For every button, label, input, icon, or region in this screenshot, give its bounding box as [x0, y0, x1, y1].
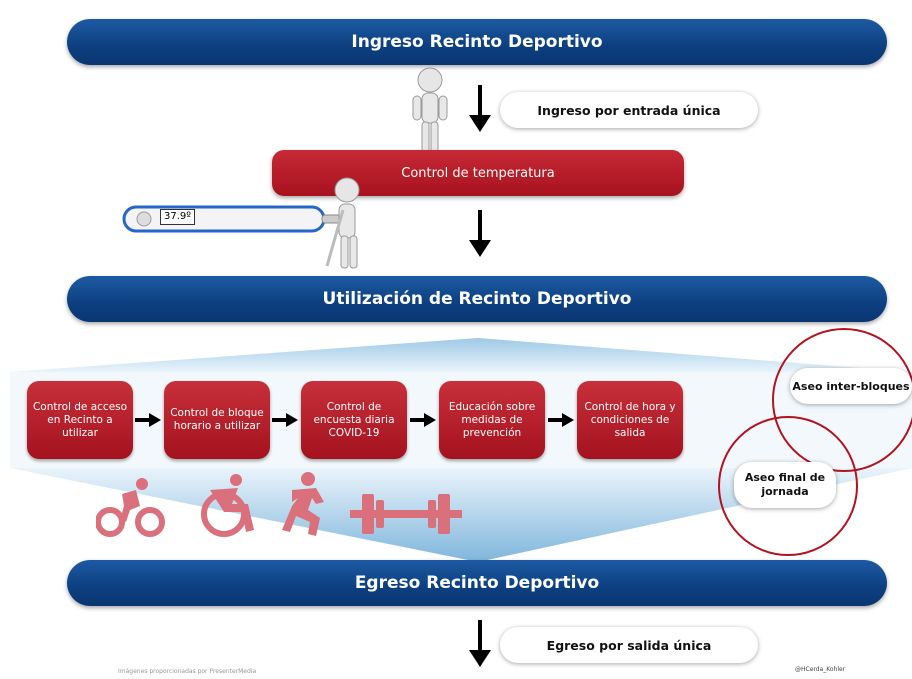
runner-icon: [282, 472, 324, 536]
step-label: Control de bloque horario a utilizar: [170, 407, 264, 432]
exit-banner: Egreso Recinto Deportivo: [67, 560, 887, 606]
cleaning-final-circle: [718, 416, 858, 556]
barbell-icon: [350, 494, 462, 534]
cleaning-final-pill: Aseo final de jornada: [734, 462, 836, 508]
exit-pill: Egreso por salida única: [500, 627, 758, 663]
usage-banner-label: Utilización de Recinto Deportivo: [322, 289, 632, 309]
cleaning-between-pill: Aseo inter-bloques: [790, 368, 912, 404]
usage-banner: Utilización de Recinto Deportivo: [67, 276, 887, 322]
image-credit: Imágenes proporcionadas por PresenterMed…: [118, 668, 257, 675]
cyclist-icon: [96, 478, 165, 537]
temperature-control-label: Control de temperatura: [401, 165, 555, 181]
entry-pill-label: Ingreso por entrada única: [537, 102, 721, 118]
down-arrow-icon: [469, 620, 491, 667]
down-arrow-icon: [469, 210, 491, 257]
step-label: Control de acceso en Recinto a utilizar: [32, 400, 128, 439]
exit-pill-label: Egreso por salida única: [546, 637, 712, 653]
exit-banner-label: Egreso Recinto Deportivo: [354, 573, 600, 593]
entry-banner: Ingreso Recinto Deportivo: [67, 19, 887, 65]
step-label: Control de encuesta diaria COVID-19: [313, 400, 395, 439]
wheelchair-icon: [201, 474, 254, 537]
right-arrow-icon: [548, 413, 574, 427]
entry-banner-label: Ingreso Recinto Deportivo: [351, 32, 603, 52]
cleaning-final-label: Aseo final de jornada: [744, 471, 826, 498]
step-label: Educación sobre medidas de prevención: [448, 400, 536, 439]
step-exit-control: Control de hora y condiciones de salida: [577, 381, 683, 459]
right-arrow-icon: [272, 413, 298, 427]
author-credit: @HCerda_Kohler: [795, 666, 846, 673]
person-measured-icon: [325, 177, 360, 269]
step-access-control: Control de acceso en Recinto a utilizar: [27, 381, 133, 459]
thermometer-reading: 37.9º: [160, 209, 195, 225]
step-label: Control de hora y condiciones de salida: [584, 400, 676, 439]
down-arrow-icon: [469, 85, 491, 132]
step-prevention-education: Educación sobre medidas de prevención: [439, 381, 545, 459]
cleaning-between-label: Aseo inter-bloques: [792, 379, 910, 393]
entry-pill: Ingreso por entrada única: [500, 92, 758, 128]
right-arrow-icon: [410, 413, 436, 427]
thermometer-icon: [122, 205, 347, 233]
right-arrow-icon: [135, 413, 161, 427]
person-figure-icon: [412, 67, 448, 153]
step-time-block: Control de bloque horario a utilizar: [164, 381, 270, 459]
step-covid-survey: Control de encuesta diaria COVID-19: [301, 381, 407, 459]
